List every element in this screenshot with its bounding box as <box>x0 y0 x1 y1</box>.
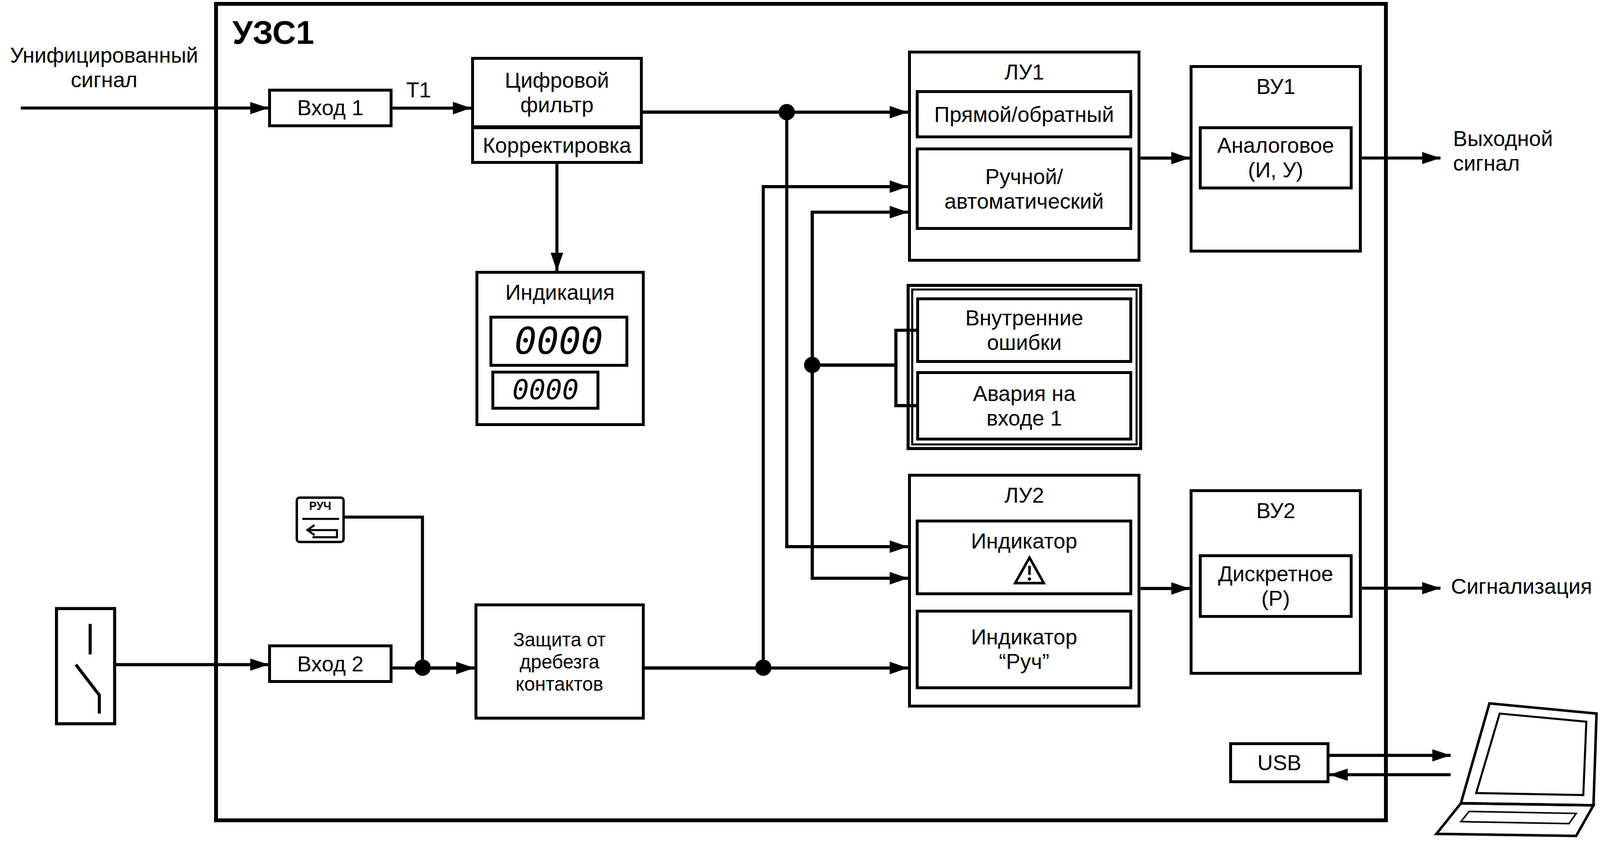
usb-arrow-out <box>1329 754 1451 758</box>
box-label: Прямой/обратный <box>934 102 1114 127</box>
output-type-box: Аналоговое (И, У) <box>1198 126 1354 190</box>
debounce-box: Защита от дребезга контактов <box>474 603 645 720</box>
warning-mark <box>1028 566 1031 576</box>
laptop-base <box>1436 803 1594 837</box>
signal-label: Унифицированный сигнал <box>1 42 206 93</box>
signal-connector <box>392 106 472 110</box>
laptop-lid <box>1461 703 1597 806</box>
error-box: Авария на входе 1 <box>916 371 1133 441</box>
signal-connector <box>1140 587 1190 591</box>
box-label: Индикатор <box>970 528 1078 554</box>
filter-box: Цифровой фильтр <box>471 56 643 129</box>
manual-key: РУЧ <box>295 496 345 544</box>
signal-label: Выходной сигнал <box>1452 126 1596 176</box>
signal-connector <box>812 212 916 366</box>
signal-connector <box>644 666 909 670</box>
digit-display: 0000 <box>491 370 600 410</box>
error-box: Внутренние ошибки <box>916 297 1133 363</box>
device-title: УЗС1 <box>232 13 314 52</box>
warning-triangle <box>1015 557 1044 584</box>
digit-display: 0000 <box>489 315 629 367</box>
input-box: Вход 1 <box>268 88 393 128</box>
output-arrow <box>1361 156 1441 160</box>
box-label: Цифровой фильтр <box>480 67 634 118</box>
box-label: Аналоговое (И, У) <box>1204 133 1347 183</box>
box-label: USB <box>1257 750 1302 776</box>
signal-connector <box>812 330 916 579</box>
alarm-arrow <box>1361 586 1441 590</box>
mode-box: Прямой/обратный <box>915 90 1133 138</box>
box-label: Авария на входе 1 <box>947 381 1101 431</box>
box-label: ЛУ1 <box>1004 59 1045 85</box>
laptop-screen <box>1476 714 1587 796</box>
box-label: Внутренние ошибки <box>947 305 1101 355</box>
signal-connector <box>1140 156 1190 160</box>
usb-arrow-in <box>1329 773 1451 777</box>
signal-connector <box>555 163 559 272</box>
error-frame-outer <box>908 285 1141 449</box>
usb-box: USB <box>1229 742 1329 784</box>
box-label: ВУ1 <box>1256 74 1296 99</box>
box-label: Корректировка <box>482 133 632 158</box>
correction-box: Корректировка <box>471 126 643 164</box>
signal-connector <box>812 365 916 579</box>
box-label: Индикация <box>505 280 615 305</box>
box-label: Вход 1 <box>297 95 364 121</box>
mode-box: Ручной/ автоматический <box>915 147 1133 231</box>
error-frame-inner <box>912 289 1137 445</box>
indicator-box: Индикатор <box>915 519 1133 596</box>
warning-dot <box>1027 577 1031 582</box>
output-box: Аналоговое (И, У) ВУ1 <box>1189 65 1363 253</box>
edge-label: Т1 <box>406 77 432 103</box>
box-label: Индикатор “Руч” <box>952 624 1096 675</box>
signal-connector <box>642 112 909 547</box>
signal-label: Сигнализация <box>1450 574 1599 599</box>
switch-symbol <box>56 609 115 725</box>
box-label: Вход 2 <box>297 651 364 677</box>
signal-connector <box>812 212 916 407</box>
device-frame: Вход 1Цифровой фильтрКорректировка000000… <box>214 1 1388 823</box>
signal-connector <box>644 186 909 669</box>
indicator-box: Индикатор “Руч” <box>915 610 1133 690</box>
box-label: РУЧ <box>309 500 332 514</box>
display-box: 0000 0000 Индикация <box>475 271 645 427</box>
input-signal-arrow <box>20 106 269 110</box>
input-box: Вход 2 <box>268 644 393 684</box>
box-label: ЛУ2 <box>1004 483 1045 508</box>
key-return-head <box>307 525 315 536</box>
box-label: ВУ2 <box>1256 498 1296 524</box>
display-digits: 0000 <box>514 323 603 360</box>
box-label: Защита от дребезга контактов <box>477 628 642 696</box>
laptop-keyboard <box>1461 812 1577 825</box>
key-divider <box>302 517 339 520</box>
box-label: Ручной/ автоматический <box>932 164 1116 214</box>
box-label: Дискретное (Р) <box>1204 561 1347 611</box>
switch-wire <box>114 663 269 667</box>
switch-contact <box>75 623 100 714</box>
logic-box: Прямой/обратныйРучной/ автоматический ЛУ1 <box>908 50 1141 262</box>
output-type-box: Дискретное (Р) <box>1198 554 1354 618</box>
output-box: Дискретное (Р) ВУ2 <box>1189 489 1363 676</box>
logic-box: ИндикаторИндикатор “Руч” ЛУ2 <box>908 474 1141 708</box>
display-digits: 0000 <box>512 376 579 405</box>
